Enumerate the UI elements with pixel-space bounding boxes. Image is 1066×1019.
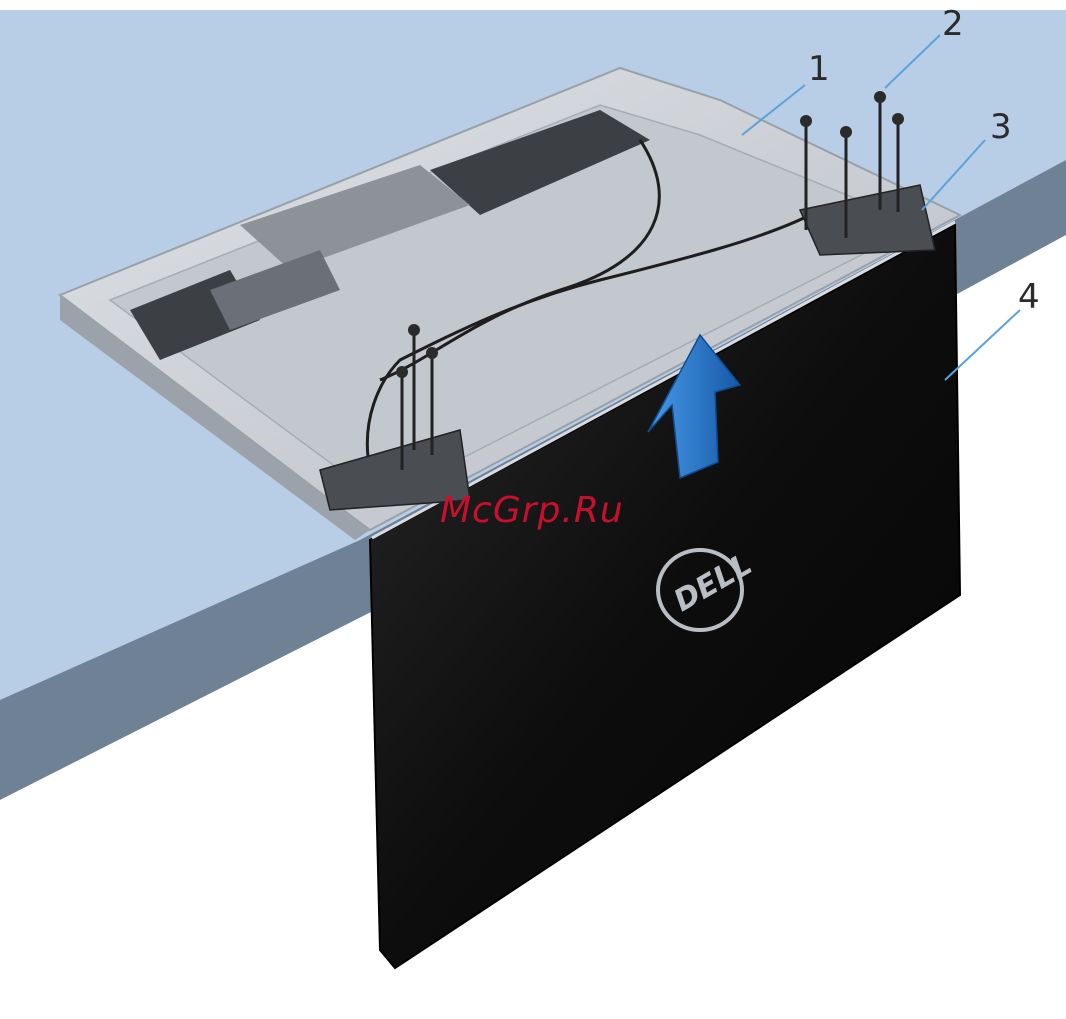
callout-3: 3: [990, 107, 1012, 147]
watermark: McGrp.Ru: [440, 490, 624, 531]
callout-4: 4: [1018, 277, 1040, 317]
callout-1: 1: [808, 49, 830, 89]
callout-2: 2: [942, 4, 964, 44]
